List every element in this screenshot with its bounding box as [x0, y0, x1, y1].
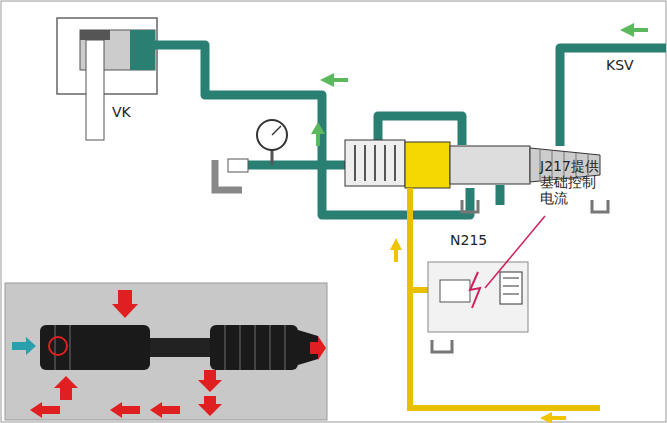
control-line	[410, 188, 600, 408]
valve-photo	[5, 283, 327, 420]
pressure-valve	[345, 140, 608, 212]
drain-fitting	[215, 159, 248, 190]
flow-arrow	[390, 238, 566, 423]
solenoid-valve	[428, 262, 528, 352]
part-label: KSV	[606, 57, 634, 73]
flow-arrow	[311, 23, 648, 146]
callout-note: J217提供基础控制电流	[540, 158, 608, 206]
clutch-actuator	[57, 18, 157, 140]
leader-line	[485, 216, 545, 288]
pressure-gauge	[257, 120, 287, 165]
part-label: VK	[112, 104, 131, 120]
part-label: N215	[450, 232, 487, 248]
